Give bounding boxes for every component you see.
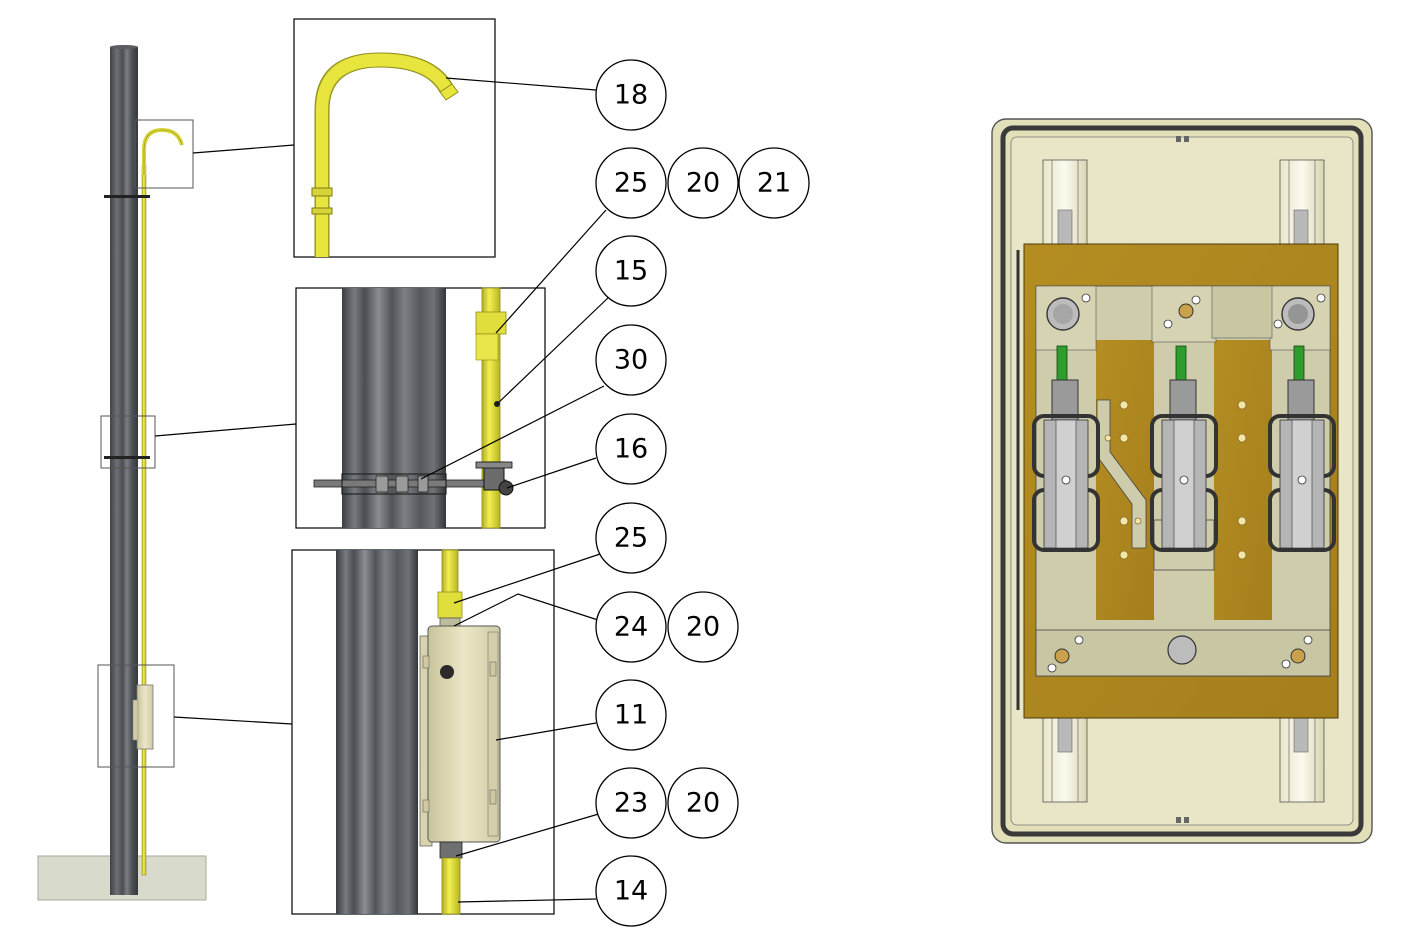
enclosure-gasket — [1000, 125, 1364, 837]
balloon-20-mid: 20 — [667, 591, 739, 663]
enclosure-box — [427, 625, 501, 843]
balloon-20-bottom-label: 20 — [686, 788, 720, 819]
pole-conduit-hook — [142, 127, 184, 175]
balloon-11-label: 11 — [614, 700, 648, 731]
balloon-18-label: 18 — [614, 80, 648, 111]
bolt-bottom-center — [1167, 635, 1197, 665]
balloon-25-mid: 25 — [595, 502, 667, 574]
balloon-24-label: 24 — [614, 612, 648, 643]
balloon-30-label: 30 — [614, 345, 648, 376]
balloon-15-label: 15 — [614, 256, 648, 287]
enclosure-vent — [440, 665, 454, 679]
rail-bottom-left — [1042, 717, 1088, 803]
detail-frame-mid — [100, 415, 156, 469]
balloon-16-label: 16 — [614, 434, 648, 465]
balloon-20-bottom: 20 — [667, 767, 739, 839]
balloon-14-label: 14 — [614, 876, 648, 907]
detail-enclosure — [291, 549, 555, 915]
rail-top-right — [1279, 159, 1325, 245]
balloons: 18 25 20 21 15 30 16 25 24 20 11 23 20 1… — [595, 59, 810, 927]
pole-overview — [37, 45, 297, 901]
detail-frame-bottom — [97, 664, 175, 768]
switch-pole-2 — [1150, 345, 1218, 552]
switch-pole-3 — [1268, 345, 1336, 552]
rail-bottom-right — [1279, 717, 1325, 803]
balloon-25-top: 25 — [595, 147, 667, 219]
balloon-16: 16 — [595, 413, 667, 485]
balloon-20-top-label: 20 — [686, 168, 720, 199]
pole-section-lower — [336, 550, 418, 914]
balloon-18: 18 — [595, 59, 667, 131]
pole-conduit — [141, 164, 147, 876]
leader-lines — [420, 77, 611, 903]
balloon-20-top: 20 — [667, 147, 739, 219]
balloon-30: 30 — [595, 324, 667, 396]
pole-clamp-top — [104, 195, 150, 198]
balloon-23: 23 — [595, 767, 667, 839]
balloon-21-label: 21 — [757, 168, 791, 199]
balloon-24: 24 — [595, 591, 667, 663]
balloon-15: 15 — [595, 235, 667, 307]
rail-top-left — [1042, 159, 1088, 245]
balloon-20-mid-label: 20 — [686, 612, 720, 643]
detail-frame-top — [134, 119, 194, 189]
pole-clamp-mid — [104, 456, 150, 459]
balloon-25-mid-label: 25 — [614, 523, 648, 554]
detail-hook — [293, 18, 496, 258]
balloon-11: 11 — [595, 679, 667, 751]
pole-section — [342, 288, 446, 528]
balloon-21: 21 — [738, 147, 810, 219]
switch-enclosure-front — [991, 118, 1373, 844]
switch-pole-1 — [1032, 345, 1100, 552]
balloon-23-label: 23 — [614, 788, 648, 819]
pole-enclosure — [136, 684, 154, 750]
clamp-rod — [313, 479, 507, 488]
balloon-25-top-label: 25 — [614, 168, 648, 199]
balloon-14: 14 — [595, 855, 667, 927]
conduit-lower — [441, 857, 461, 915]
pole — [110, 47, 138, 895]
detail-clamp — [295, 287, 546, 529]
